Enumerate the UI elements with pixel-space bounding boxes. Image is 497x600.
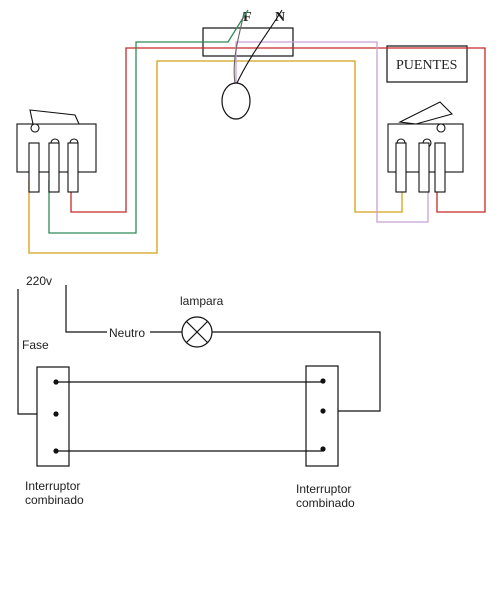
left-switch-label-line2: combinado — [25, 493, 84, 507]
lamp-return-wire — [212, 331, 381, 412]
lamp-symbol — [181, 316, 213, 348]
yellow-wire — [28, 60, 403, 254]
green-wire — [48, 9, 249, 234]
right-switch-label-line1: Interruptor — [296, 482, 351, 496]
left-switch-symbol — [36, 366, 70, 467]
right-switch-terminal-1 — [320, 378, 326, 384]
right-switch-pictorial — [387, 101, 464, 193]
neutral-terminal-label: N — [275, 10, 285, 25]
left-switch-pictorial — [16, 109, 97, 193]
bottom-schematic-diagram: 220v Fase Neutro lampara Interrupto — [17, 274, 381, 510]
left-switch-terminal-2 — [53, 411, 59, 417]
red-wire — [70, 47, 486, 213]
lamp-label: lampara — [180, 294, 224, 308]
lamp-wire-neutral — [235, 9, 283, 86]
phase-label: Fase — [22, 338, 49, 352]
lamp-wire-phase — [233, 11, 245, 91]
top-wiring-diagram: F N PUENTES — [16, 9, 486, 254]
right-switch-label-line2: combinado — [296, 496, 355, 510]
left-switch-label-line1: Interruptor — [25, 479, 80, 493]
bridges-label: PUENTES — [396, 58, 457, 73]
phase-terminal-label: F — [243, 10, 252, 25]
neutral-label: Neutro — [109, 326, 145, 340]
neutral-wire — [65, 285, 107, 333]
lamp-bulb — [221, 82, 251, 120]
voltage-label: 220v — [26, 274, 52, 288]
right-switch-terminal-2 — [320, 408, 326, 414]
right-switch-terminal-3 — [320, 446, 326, 452]
bridges-box — [386, 45, 468, 83]
